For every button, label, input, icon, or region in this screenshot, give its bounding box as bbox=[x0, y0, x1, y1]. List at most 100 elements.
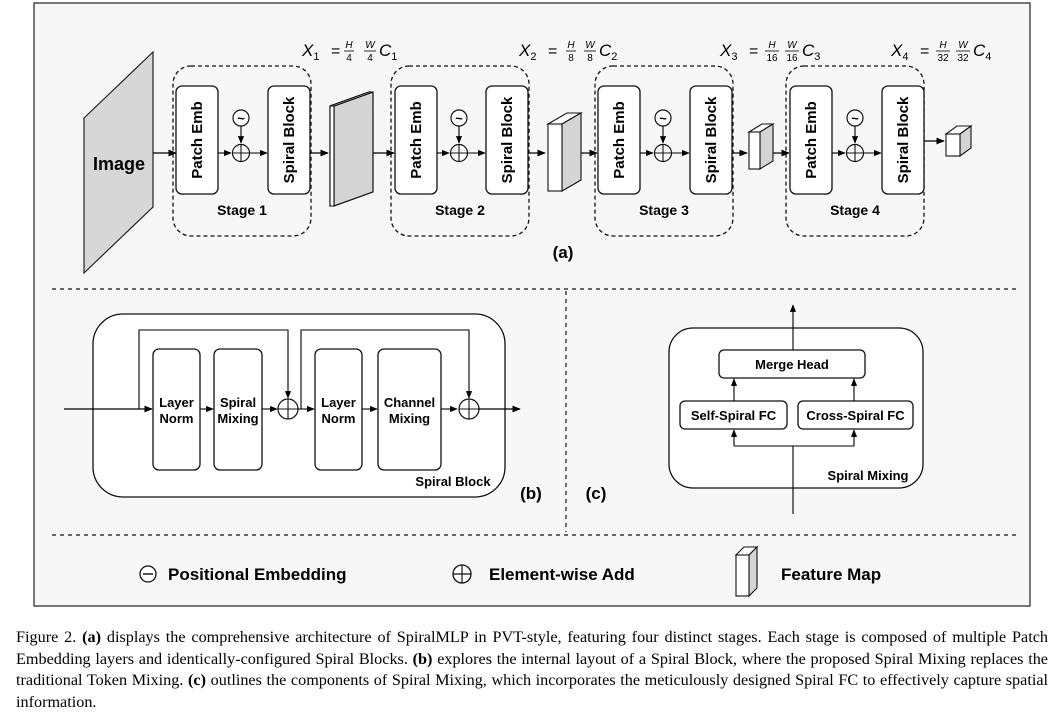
panel-b-label: (b) bbox=[520, 484, 542, 503]
stage-3-pos-symbol: ~ bbox=[659, 111, 667, 126]
dim-1-w: W bbox=[365, 40, 376, 51]
caption-b-text: explores the internal layout of a Spiral… bbox=[16, 649, 1048, 690]
stage-3-spiral-block-label: Spiral Block bbox=[703, 96, 720, 183]
channel-mixing-line1: Channel bbox=[384, 395, 435, 410]
caption-c-tag: (c) bbox=[188, 671, 207, 689]
dim-4-hd: 32 bbox=[937, 53, 949, 64]
dim-1-csub: 1 bbox=[391, 51, 397, 63]
dimension-labels: X1 = H 4 W 4 C1 X2 = H 8 W 8 C2 bbox=[301, 40, 991, 64]
layer-norm-1-line1: Layer bbox=[159, 395, 194, 410]
dim-4-c: C bbox=[973, 41, 986, 60]
stage-4-patch-emb bbox=[789, 85, 833, 195]
stage-3-label: Stage 3 bbox=[639, 202, 689, 218]
layer-norm-2-line1: Layer bbox=[321, 395, 356, 410]
dim-4-csub: 4 bbox=[985, 51, 991, 63]
dim-2-h: H bbox=[567, 40, 575, 51]
skip-connection-1 bbox=[138, 329, 292, 409]
stage-2-spiral-block-label: Spiral Block bbox=[499, 96, 516, 183]
stage-3-patch-emb bbox=[597, 85, 641, 195]
stage-4: Patch Emb ~ Spiral Block Stage 4 bbox=[785, 65, 925, 237]
dim-3-w: W bbox=[787, 40, 798, 51]
dim-2-hd: 8 bbox=[568, 53, 574, 64]
feature-map-2-right bbox=[561, 112, 582, 192]
stage-2-pos-symbol: ~ bbox=[455, 111, 463, 126]
stage-2-patch-emb bbox=[394, 85, 438, 195]
dim-4-var: X bbox=[890, 41, 903, 60]
stage-2-spiral-block bbox=[485, 85, 529, 195]
dim-4-eq: = bbox=[920, 43, 929, 60]
legend-feature-map: Feature Map bbox=[781, 565, 881, 584]
dim-1-wd: 4 bbox=[367, 53, 373, 64]
feature-map-4 bbox=[944, 124, 973, 158]
dim-4-h: H bbox=[939, 40, 947, 51]
panel-b-spiral-block: Layer Norm Spiral Mixing Layer Norm Chan… bbox=[64, 313, 542, 503]
dim-2-w: W bbox=[585, 40, 596, 51]
dim-1-h: H bbox=[345, 40, 353, 51]
dim-label-2: X2 = H 8 W 8 C2 bbox=[518, 40, 617, 64]
svg-text:X4: X4 bbox=[890, 41, 908, 63]
skip-connection-2 bbox=[300, 329, 473, 409]
stage-3-boundary bbox=[594, 65, 734, 237]
stage-1-patch-emb bbox=[175, 85, 219, 195]
merge-head bbox=[718, 349, 866, 379]
spiral-mixing-title: Spiral Mixing bbox=[828, 468, 909, 483]
dim-1-eq: = bbox=[331, 43, 340, 60]
stage-3-patch-emb-label: Patch Emb bbox=[611, 101, 628, 179]
legend: Positional Embedding Element-wise Add Fe… bbox=[139, 545, 881, 598]
dim-4-sub: 4 bbox=[902, 51, 908, 63]
feature-map-icon bbox=[734, 545, 759, 598]
stage-3-spiral-block bbox=[689, 85, 733, 195]
stage-1-spiral-block bbox=[267, 85, 311, 195]
feature-map-4-front bbox=[945, 133, 961, 157]
feature-map-3-right bbox=[759, 123, 774, 170]
dim-label-1: X1 = H 4 W 4 C1 bbox=[301, 40, 397, 64]
dim-4-wd: 32 bbox=[957, 53, 969, 64]
dim-1-hd: 4 bbox=[346, 53, 352, 64]
stage-4-patch-emb-label: Patch Emb bbox=[803, 101, 820, 179]
caption-figure-label: Figure 2. bbox=[16, 628, 77, 646]
stage-2-patch-emb-label: Patch Emb bbox=[408, 101, 425, 179]
dim-label-3: X3 = H 16 W 16 C3 bbox=[719, 40, 820, 64]
legend-element-wise-add: Element-wise Add bbox=[489, 565, 635, 584]
dim-2-csub: 2 bbox=[611, 51, 617, 63]
feature-map-1 bbox=[329, 91, 374, 207]
dim-3-h: H bbox=[768, 40, 776, 51]
legend-positional-embedding: Positional Embedding bbox=[168, 565, 347, 584]
dim-3-var: X bbox=[719, 41, 732, 60]
cross-spiral-fc-label: Cross-Spiral FC bbox=[806, 408, 905, 423]
panel-a: Image Patch Emb ~ Spiral Block Stage 1 bbox=[83, 40, 991, 275]
panel-c-label: (c) bbox=[586, 484, 607, 503]
self-spiral-fc-label: Self-Spiral FC bbox=[691, 408, 777, 423]
stage-4-pos-symbol: ~ bbox=[851, 111, 859, 126]
merge-head-label: Merge Head bbox=[755, 357, 829, 372]
channel-mixing-line2: Mixing bbox=[389, 411, 430, 426]
stage-1-spiral-block-label: Spiral Block bbox=[281, 96, 298, 183]
dim-2-var: X bbox=[518, 41, 531, 60]
layer-norm-2-line2: Norm bbox=[322, 411, 356, 426]
svg-text:C2: C2 bbox=[599, 41, 617, 63]
feature-map-icon-front bbox=[735, 554, 750, 597]
layer-norm-1-line2: Norm bbox=[160, 411, 194, 426]
feature-map-3 bbox=[747, 123, 775, 170]
svg-text:X1: X1 bbox=[301, 41, 319, 63]
stage-1-boundary bbox=[172, 65, 312, 237]
caption-a-tag: (a) bbox=[82, 628, 101, 646]
dim-3-eq: = bbox=[749, 43, 758, 60]
dim-3-wd: 16 bbox=[786, 53, 798, 64]
spiral-block-title: Spiral Block bbox=[415, 474, 491, 489]
feature-map-icon-right bbox=[748, 545, 758, 598]
feature-map-1-front bbox=[333, 91, 374, 207]
svg-text:C3: C3 bbox=[802, 41, 820, 63]
dim-3-csub: 3 bbox=[814, 51, 820, 63]
dim-label-4: X4 = H 32 W 32 C4 bbox=[890, 40, 991, 64]
svg-text:C1: C1 bbox=[379, 41, 397, 63]
dim-3-c: C bbox=[802, 41, 815, 60]
dim-2-sub: 2 bbox=[530, 51, 536, 63]
svg-text:X3: X3 bbox=[719, 41, 737, 63]
feature-map-2-front bbox=[547, 123, 563, 192]
feature-map-3-front bbox=[748, 131, 761, 170]
dim-1-var: X bbox=[301, 41, 314, 60]
stage-1-patch-emb-label: Patch Emb bbox=[189, 101, 206, 179]
stage-4-label: Stage 4 bbox=[830, 202, 880, 218]
feature-map-1-side bbox=[329, 105, 335, 207]
